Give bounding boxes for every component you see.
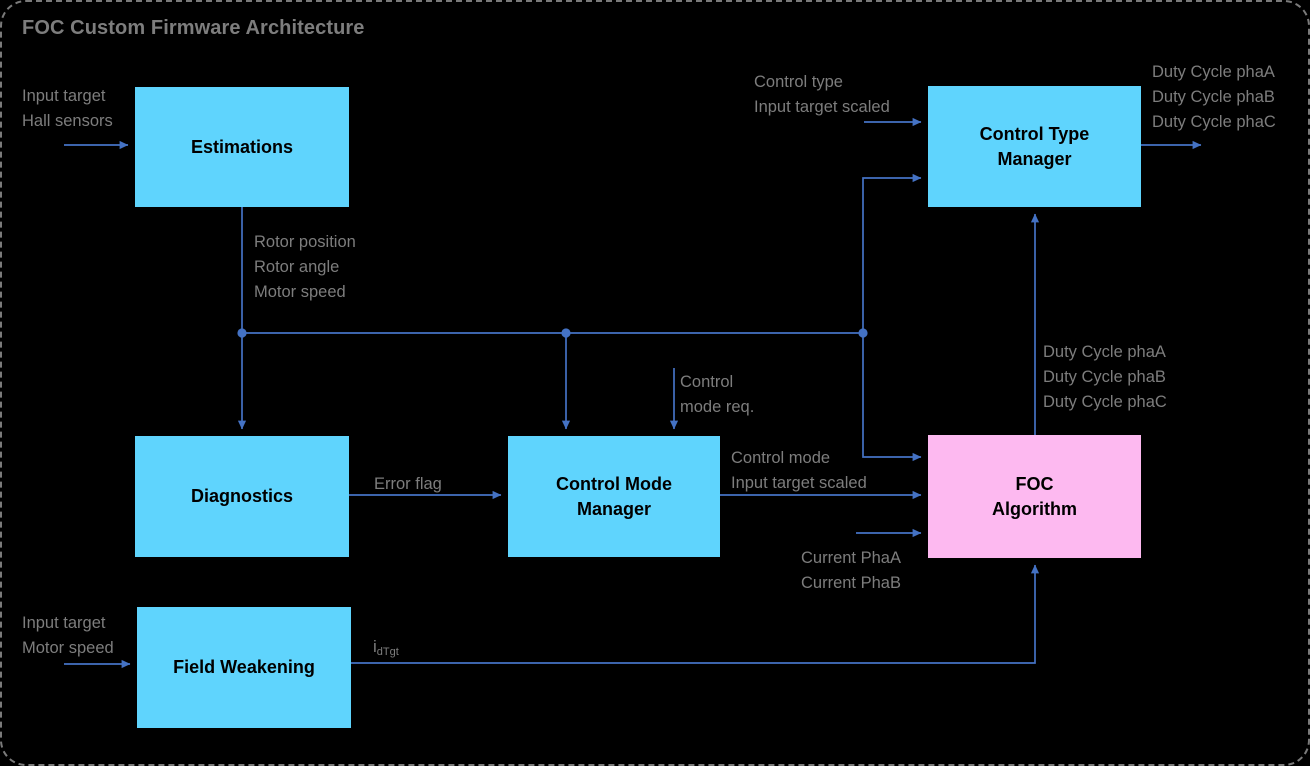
signal-label-control-mode-request: Control mode req.: [680, 373, 755, 417]
block-estimations[interactable]: Estimations: [135, 87, 349, 207]
signal-label-id-target: idTgt: [373, 634, 399, 660]
signal-label-control-mode-to-foc: Control mode Input target scaled: [731, 449, 867, 493]
junction-dot-estimations: [237, 328, 247, 338]
block-control-type-manager[interactable]: Control Type Manager: [928, 86, 1141, 207]
block-foc-algorithm[interactable]: FOC Algorithm: [928, 435, 1141, 558]
block-diagnostics[interactable]: Diagnostics: [135, 436, 349, 557]
conn-bus-to-foc: [862, 333, 922, 462]
signal-label-estimations-input: Input target Hall sensors: [22, 87, 113, 131]
signal-label-duty-cycle-output: Duty Cycle phaA Duty Cycle phaB Duty Cyc…: [1152, 63, 1276, 132]
conn-fw-to-foc: [351, 564, 1040, 664]
signal-label-estimations-output: Rotor position Rotor angle Motor speed: [254, 233, 356, 302]
signal-label-control-type-input: Control type Input target scaled: [754, 73, 890, 117]
signal-label-current-phase-input: Current PhaA Current PhaB: [801, 549, 901, 593]
block-control-type-manager-label: Control Type Manager: [979, 124, 1090, 169]
page-title: FOC Custom Firmware Architecture: [22, 17, 365, 39]
conn-bus-to-control-type: [862, 173, 922, 333]
block-estimations-label: Estimations: [190, 136, 294, 157]
block-control-mode-manager-label: Control Mode Manager: [556, 474, 672, 519]
block-control-mode-manager[interactable]: Control Mode Manager: [508, 436, 720, 557]
block-diagnostics-label: Diagnostics: [190, 486, 294, 507]
block-foc-algorithm-label: FOC Algorithm: [992, 474, 1077, 519]
junction-dot-right: [858, 328, 868, 338]
signal-label-field-weakening-input: Input target Motor speed: [22, 614, 114, 658]
signal-label-duty-cycle-feedback: Duty Cycle phaA Duty Cycle phaB Duty Cyc…: [1043, 343, 1167, 412]
bus-junction-dots: [237, 328, 868, 338]
id-target-subscript: dTgt: [376, 646, 399, 658]
block-field-weakening[interactable]: Field Weakening: [137, 607, 351, 728]
junction-dot-control-mode: [561, 328, 571, 338]
block-field-weakening-label: Field Weakening: [173, 657, 315, 678]
signal-label-error-flag: Error flag: [374, 475, 442, 493]
